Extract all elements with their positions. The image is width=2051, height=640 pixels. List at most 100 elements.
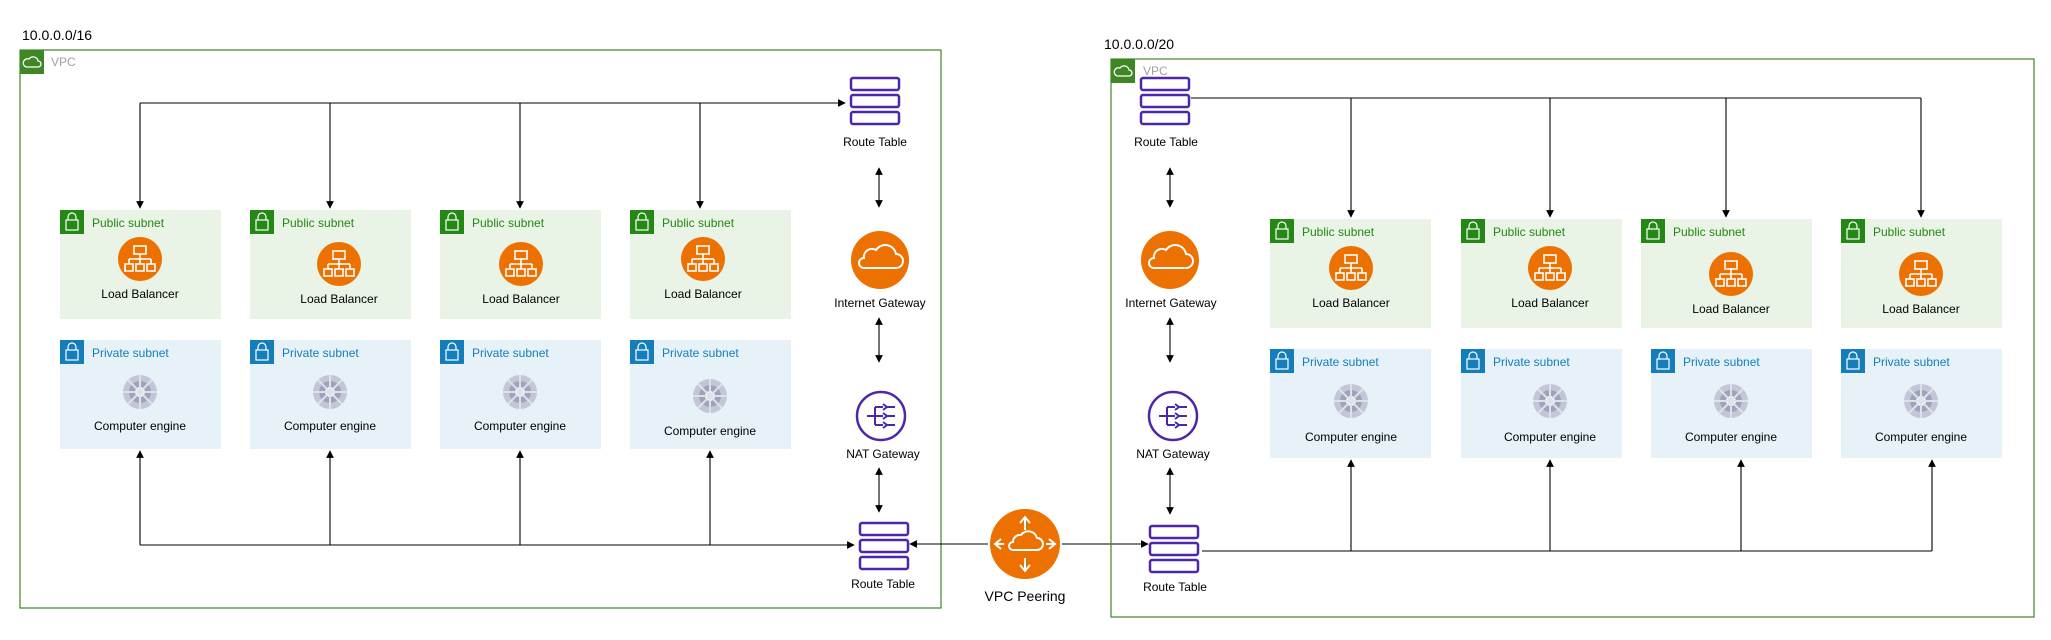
load-balancer-label: Load Balancer bbox=[1882, 302, 1959, 316]
load-balancer-label: Load Balancer bbox=[300, 292, 377, 306]
vpc-1: 10.0.0.0/16 VPC Public subnet bbox=[19, 27, 942, 609]
vpc-1-cidr: 10.0.0.0/16 bbox=[22, 27, 92, 43]
compute-engine-label: Computer engine bbox=[94, 419, 186, 433]
lock-icon bbox=[1641, 219, 1665, 243]
internet-gateway-label: Internet Gateway bbox=[834, 296, 925, 310]
compute-engine-label: Computer engine bbox=[1875, 430, 1967, 444]
route-table-label: Route Table bbox=[851, 577, 915, 591]
compute-engine-icon bbox=[1904, 384, 1938, 418]
lock-icon bbox=[60, 210, 84, 234]
load-balancer-icon bbox=[118, 237, 162, 281]
public-subnet-label: Public subnet bbox=[662, 216, 735, 230]
load-balancer-icon bbox=[681, 237, 725, 281]
vpc-2-public-subnet-3: Public subnet Load Balancer bbox=[1641, 219, 1812, 328]
vpc-1-public-subnet-4: Public subnet Load Balancer bbox=[630, 210, 791, 319]
nat-gateway-icon bbox=[855, 390, 907, 442]
load-balancer-icon bbox=[1528, 246, 1572, 290]
load-balancer-icon bbox=[1899, 252, 1943, 296]
route-table-label: Route Table bbox=[843, 135, 907, 149]
private-subnet-label: Private subnet bbox=[1873, 355, 1950, 369]
vpc-1-private-subnet-3: Private subnet Computer engine bbox=[440, 340, 601, 449]
compute-engine-icon bbox=[313, 375, 347, 409]
public-subnet-label: Public subnet bbox=[1493, 225, 1566, 239]
route-table-icon bbox=[858, 521, 910, 571]
vpc-2-internet-gateway: Internet Gateway bbox=[1125, 231, 1217, 310]
vpc-2-route-table-top: Route Table bbox=[1134, 76, 1198, 149]
vpc-peering-icon bbox=[990, 509, 1060, 579]
vpc-2-public-subnet-4: Public subnet Load Balancer bbox=[1841, 219, 2002, 328]
private-subnet-label: Private subnet bbox=[282, 346, 359, 360]
vpc-2-connectors bbox=[1166, 97, 1936, 552]
private-subnet-label: Private subnet bbox=[1683, 355, 1760, 369]
private-subnet-label: Private subnet bbox=[1493, 355, 1570, 369]
vpc-2-route-table-bottom: Route Table bbox=[1143, 524, 1207, 594]
public-subnet-label: Public subnet bbox=[282, 216, 355, 230]
vpc-1-label: VPC bbox=[51, 55, 76, 69]
private-subnet-label: Private subnet bbox=[92, 346, 169, 360]
vpc-2-private-subnet-1: Private subnet Computer engine bbox=[1270, 349, 1431, 458]
route-table-label: Route Table bbox=[1134, 135, 1198, 149]
compute-engine-label: Computer engine bbox=[474, 419, 566, 433]
compute-engine-label: Computer engine bbox=[1504, 430, 1596, 444]
lock-icon bbox=[1461, 219, 1485, 243]
lock-icon bbox=[1270, 219, 1294, 243]
lock-icon bbox=[60, 340, 84, 364]
lock-icon bbox=[440, 210, 464, 234]
compute-engine-icon bbox=[503, 375, 537, 409]
lock-icon bbox=[1270, 349, 1294, 373]
vpc-2-private-subnet-4: Private subnet Computer engine bbox=[1841, 349, 2002, 458]
vpc-1-public-subnet-3: Public subnet Load Balancer bbox=[440, 210, 601, 319]
load-balancer-label: Load Balancer bbox=[664, 287, 741, 301]
vpc-2: 10.0.0.0/20 VPC Route Table Internet Gat… bbox=[1104, 36, 2035, 618]
route-table-label: Route Table bbox=[1143, 580, 1207, 594]
lock-icon bbox=[440, 340, 464, 364]
vpc-peering-label: VPC Peering bbox=[985, 588, 1066, 604]
compute-engine-label: Computer engine bbox=[284, 419, 376, 433]
load-balancer-label: Load Balancer bbox=[482, 292, 559, 306]
lock-icon bbox=[1841, 219, 1865, 243]
public-subnet-label: Public subnet bbox=[1873, 225, 1946, 239]
vpc-1-public-subnet-2: Public subnet Load Balancer bbox=[250, 210, 411, 319]
route-table-icon bbox=[1148, 524, 1200, 574]
private-subnet-label: Private subnet bbox=[1302, 355, 1379, 369]
nat-gateway-label: NAT Gateway bbox=[846, 447, 920, 461]
public-subnet-label: Public subnet bbox=[1673, 225, 1746, 239]
route-table-icon bbox=[849, 76, 901, 126]
vpc-1-connectors bbox=[136, 99, 883, 549]
compute-engine-icon bbox=[1714, 384, 1748, 418]
compute-engine-icon bbox=[1334, 384, 1368, 418]
compute-engine-icon bbox=[123, 375, 157, 409]
vpc-2-boundary bbox=[1110, 58, 2035, 618]
load-balancer-label: Load Balancer bbox=[1692, 302, 1769, 316]
nat-gateway-label: NAT Gateway bbox=[1136, 447, 1210, 461]
load-balancer-icon bbox=[1329, 246, 1373, 290]
vpc-2-public-subnet-1: Public subnet Load Balancer bbox=[1270, 219, 1431, 328]
lock-icon bbox=[630, 210, 654, 234]
internet-gateway-icon bbox=[851, 231, 909, 289]
vpc-1-route-table-top: Route Table bbox=[843, 76, 907, 149]
load-balancer-icon bbox=[499, 242, 543, 286]
compute-engine-icon bbox=[693, 379, 727, 413]
vpc-2-label: VPC bbox=[1143, 64, 1168, 78]
vpc-2-cidr: 10.0.0.0/20 bbox=[1104, 36, 1174, 52]
lock-icon bbox=[1651, 349, 1675, 373]
route-table-icon bbox=[1139, 76, 1191, 126]
internet-gateway-icon bbox=[1141, 231, 1199, 289]
nat-gateway-icon bbox=[1147, 390, 1199, 442]
compute-engine-label: Computer engine bbox=[664, 424, 756, 438]
vpc-1-route-table-bottom: Route Table bbox=[851, 521, 915, 591]
public-subnet-label: Public subnet bbox=[92, 216, 165, 230]
vpc-2-private-subnet-3: Private subnet Computer engine bbox=[1651, 349, 1812, 458]
vpc-1-private-subnet-4: Private subnet Computer engine bbox=[630, 340, 791, 449]
public-subnet-label: Public subnet bbox=[472, 216, 545, 230]
compute-engine-icon bbox=[1533, 384, 1567, 418]
lock-icon bbox=[630, 340, 654, 364]
lock-icon bbox=[250, 210, 274, 234]
lock-icon bbox=[1461, 349, 1485, 373]
vpc-1-cloud-icon bbox=[20, 50, 44, 74]
vpc-peering: VPC Peering bbox=[909, 509, 1149, 604]
lock-icon bbox=[1841, 349, 1865, 373]
internet-gateway-label: Internet Gateway bbox=[1125, 296, 1216, 310]
load-balancer-label: Load Balancer bbox=[1312, 296, 1389, 310]
